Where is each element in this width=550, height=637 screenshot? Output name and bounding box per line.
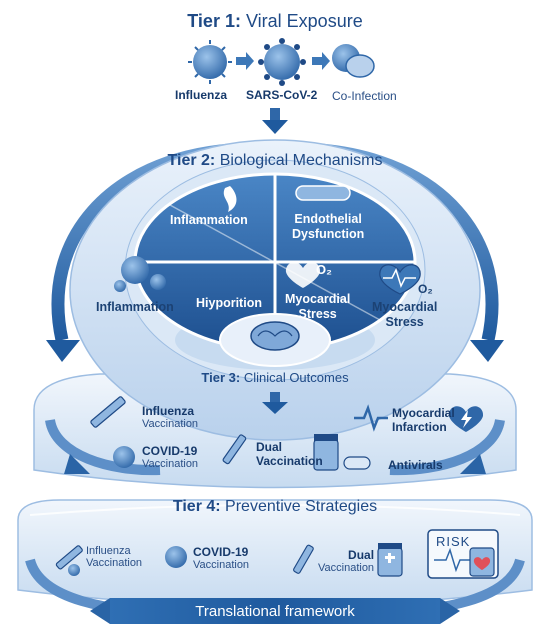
tier4-dual-syringe-icon	[293, 544, 314, 574]
tier1-item-coinfection: Co-Infection	[332, 89, 397, 103]
tier1-prefix: Tier 1:	[187, 11, 241, 31]
dual-syringe-icon	[222, 434, 247, 465]
tier1-heading: Tier 1: Viral Exposure	[0, 11, 550, 32]
tier3-covid-line2: Vaccination	[142, 458, 199, 470]
tier4-title: Preventive Strategies	[225, 498, 378, 515]
influenza-virus-icon	[188, 40, 232, 84]
mechanism-disc	[133, 172, 417, 370]
tier4-flu-line1: Influenza	[86, 545, 131, 557]
tier4-influenza-vax: Influenza Vaccination	[86, 545, 142, 569]
tier2-right-line2: Stress	[385, 315, 424, 329]
tier4-covid-line2: Vaccination	[193, 559, 250, 571]
down-arrow-icon	[262, 108, 288, 134]
tier3-heading: Tier 3: Clinical Outcomes	[0, 370, 550, 385]
tier1-title: Viral Exposure	[245, 11, 363, 31]
tier4-risk-label: RISK	[436, 534, 471, 549]
tier3-covid-line1: COVID-19	[142, 444, 198, 458]
tier3-prefix: Tier 3:	[201, 370, 241, 385]
flame-icon	[223, 186, 237, 212]
tier2-heading: Tier 2: Biological Mechanisms	[0, 152, 550, 170]
arrow-icon	[236, 52, 254, 70]
co-infection-icon	[332, 44, 375, 78]
tier4-flu-line2: Vaccination	[86, 557, 143, 569]
tier3-influenza-vax: Influenza Vaccination	[142, 404, 198, 430]
sars-cov-2-virus-icon	[258, 38, 306, 86]
risk-clipboard-icon	[427, 529, 499, 579]
tier3-covid-vax: COVID-19 Vaccination	[142, 444, 198, 470]
wedge-endothelial: Endothelial Dysfunction	[292, 212, 364, 242]
tier3-antivirals: Antivirals	[388, 458, 443, 472]
tier4-covid-icon	[165, 546, 187, 568]
wedge-endothelial-line2: Dysfunction	[292, 227, 365, 241]
tier3-flu-line1: Influenza	[142, 404, 195, 418]
tier4-covid-vax: COVID-19 Vaccination	[193, 545, 249, 571]
heart-o2-icon	[379, 264, 421, 295]
tier2-prefix: Tier 2:	[167, 152, 216, 169]
tier3-title: Clinical Outcomes	[243, 370, 349, 385]
tier3-dual-line1: Dual	[256, 440, 283, 454]
tier3-dual-line2: Vaccination	[256, 454, 323, 468]
wedge-myocardial: Myocardial Stress	[285, 292, 350, 322]
tier4-medicine-bottle-icon	[377, 543, 403, 577]
virus-cluster-icon	[114, 256, 166, 292]
tier4-dual-line1: Dual	[348, 548, 375, 562]
tier4-syringe-icon	[55, 545, 83, 576]
tier4-heading: Tier 4: Preventive Strategies	[0, 498, 550, 516]
wedge-endothelial-line1: Endothelial	[294, 212, 362, 226]
tier4-prefix: Tier 4:	[172, 498, 221, 515]
syringe-icon	[90, 396, 126, 428]
tier1-item-influenza: Influenza	[175, 88, 228, 102]
tier3-mi-line2: Infarction	[392, 420, 447, 434]
o2-label: O₂	[316, 262, 332, 277]
tier1-item-sars: SARS-CoV-2	[246, 88, 318, 102]
outer-cycle-arrows	[25, 143, 525, 617]
tier4-dual-line2: Vaccination	[318, 562, 375, 574]
medicine-bottle-icon	[313, 434, 339, 471]
tier2-right-myocardial: Myocardial Stress	[372, 300, 437, 330]
tier3-mi: Myocardial Infarction	[392, 406, 455, 434]
banner-label: Translational framework	[195, 603, 355, 620]
tier2-right-line1: Myocardial	[372, 300, 438, 314]
heart-bolt-icon	[448, 406, 484, 432]
tier2-right-o2: O₂	[418, 282, 433, 296]
tier2-left-inflammation: Inflammation	[96, 300, 174, 314]
wedge-hyporition: Hiyporition	[196, 296, 262, 310]
heartbeat-icon	[354, 404, 388, 432]
tier3-down-arrow-icon	[262, 392, 288, 414]
tier3-mi-line1: Myocardial	[392, 406, 455, 420]
tier3-flu-line2: Vaccination	[142, 418, 199, 430]
wedge-myocardial-line2: Stress	[298, 307, 337, 321]
heart-plus-icon	[285, 262, 321, 288]
covid-virus-icon	[113, 446, 135, 468]
wedge-inflammation: Inflammation	[170, 213, 248, 227]
arrow-icon	[312, 52, 330, 70]
capsule-icon	[343, 456, 371, 470]
tier4-dual-vax: Dual Vaccination	[318, 548, 374, 574]
tier4-covid-line1: COVID-19	[193, 545, 249, 559]
tier2-title: Biological Mechanisms	[219, 152, 383, 169]
translational-banner	[90, 598, 460, 624]
tier3-dual-vax: Dual Vaccination	[256, 440, 323, 468]
blood-vessel-icon	[295, 185, 351, 201]
wedge-myocardial-line1: Myocardial	[285, 292, 351, 306]
